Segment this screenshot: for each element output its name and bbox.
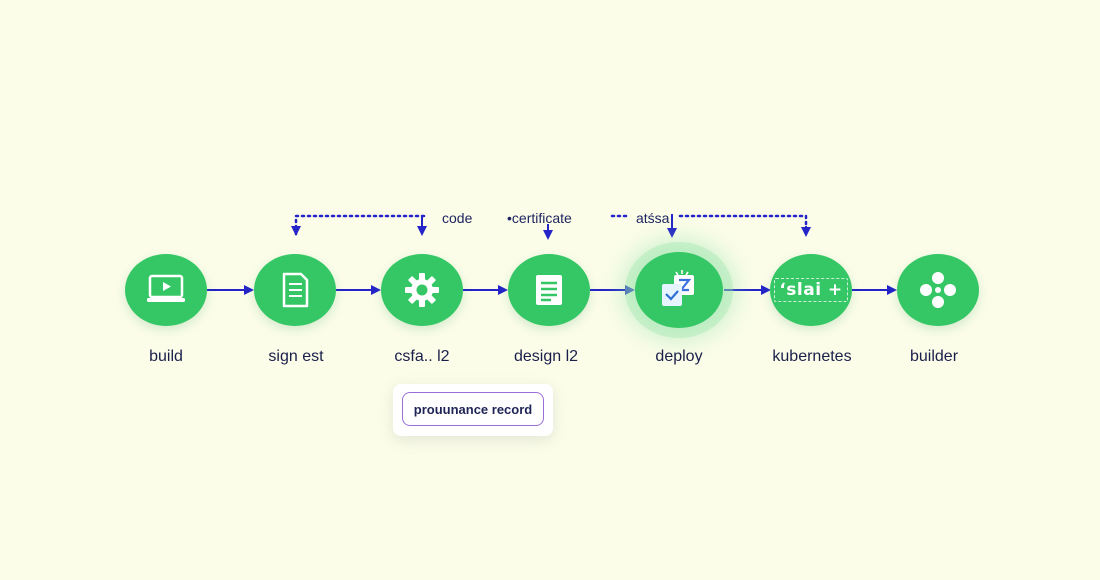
dots-cluster-icon [920, 272, 956, 308]
slai-text-icon: ʻslai + [774, 278, 848, 302]
gear-icon [405, 273, 439, 307]
step-label-design: design l2 [513, 348, 579, 365]
step-label-csfa: csfa.. l2 [394, 348, 450, 365]
step-design-node[interactable] [508, 254, 590, 326]
step-label-build: build [149, 348, 183, 365]
step-deploy-node[interactable] [635, 252, 723, 328]
step-sign-node[interactable] [254, 254, 336, 326]
step-kubernetes-node[interactable]: ʻslai + [770, 254, 852, 326]
step-build-node[interactable] [125, 254, 207, 326]
step-csfa-node[interactable] [381, 254, 463, 326]
step-label-deploy: deploy [655, 348, 703, 365]
step-builder-node[interactable] [897, 254, 979, 326]
step-label-sign: sign est [268, 348, 324, 365]
slai-text: ʻslai + [774, 278, 848, 302]
feedback-label-certificate: •certificate [507, 210, 572, 226]
provenance-record-label: prouunance record [402, 392, 544, 426]
loop-attestation [678, 214, 808, 236]
step-label-kubernetes: kubernetes [772, 348, 852, 365]
monitor-icon [147, 274, 185, 302]
list-document-icon [536, 275, 562, 305]
provenance-callout[interactable]: prouunance record [393, 384, 553, 436]
feedback-label-code: code [442, 210, 473, 226]
document-icon [282, 272, 309, 308]
loop-code [294, 214, 430, 236]
deploy-cards-icon [662, 270, 694, 306]
step-label-builder: builder [909, 348, 959, 365]
feedback-label-attestation: atśsa [636, 210, 670, 226]
